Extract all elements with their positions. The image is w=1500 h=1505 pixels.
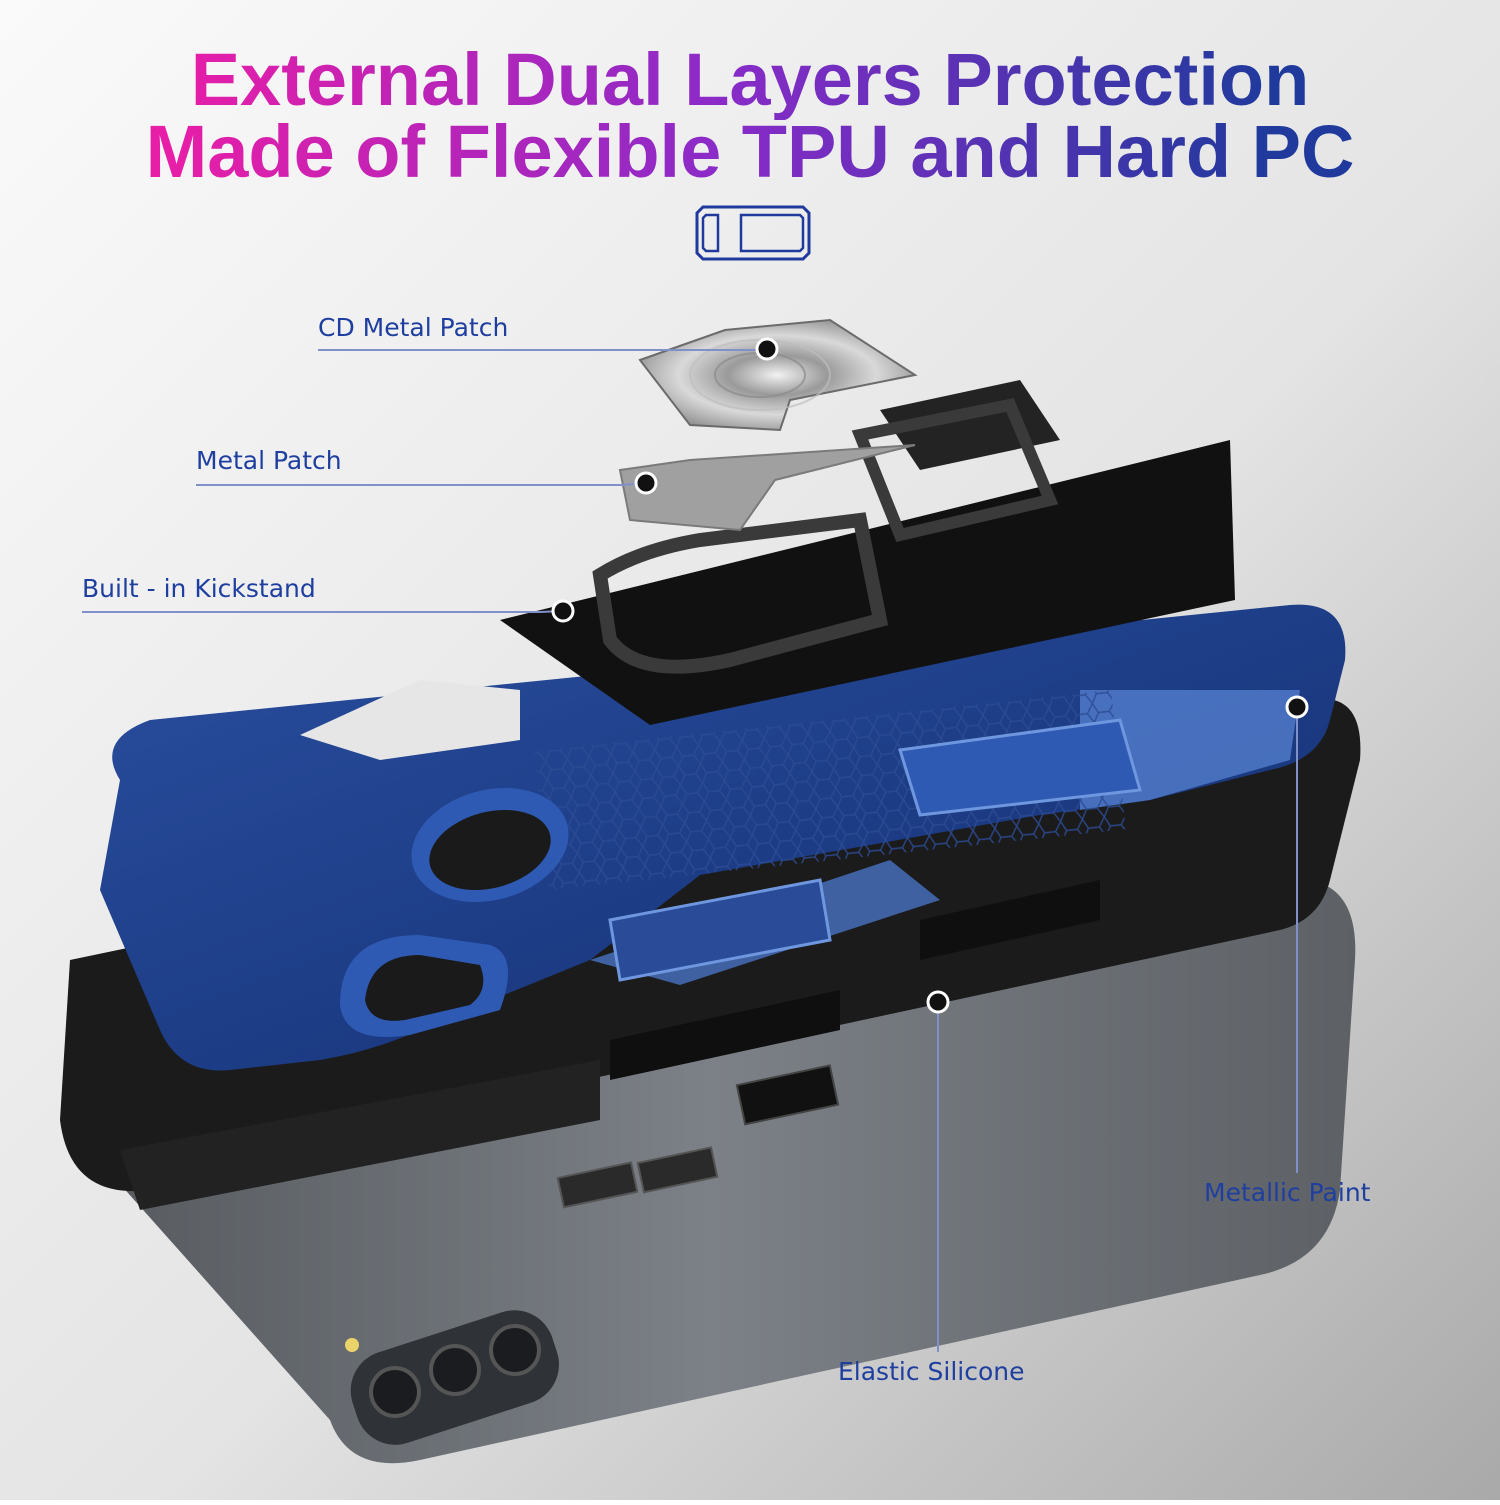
marker-cd-metal-patch: [755, 337, 779, 361]
marker-metal-patch: [634, 471, 658, 495]
label-elastic-silicone: Elastic Silicone: [838, 1357, 1025, 1386]
headline-line-1: External Dual Layers Protection: [0, 40, 1500, 120]
kickstand: [500, 380, 1235, 725]
label-cd-metal-patch: CD Metal Patch: [318, 313, 509, 342]
camera-module: [345, 1310, 559, 1445]
marker-metallic-paint: [1285, 695, 1309, 719]
marker-elastic-silicone: [926, 990, 950, 1014]
frame-icon: [695, 205, 811, 261]
label-metal-patch: Metal Patch: [196, 446, 342, 475]
label-metallic-paint: Metallic Paint: [1204, 1178, 1371, 1207]
marker-kickstand: [551, 599, 575, 623]
callout-markers: [551, 337, 1309, 1014]
blue-pc-shell: [100, 604, 1346, 1071]
leader-line-kickstand: [82, 610, 564, 613]
metal-patch: [618, 444, 916, 532]
label-kickstand: Built - in Kickstand: [82, 574, 316, 603]
headline-line-2: Made of Flexible TPU and Hard PC: [0, 112, 1500, 192]
